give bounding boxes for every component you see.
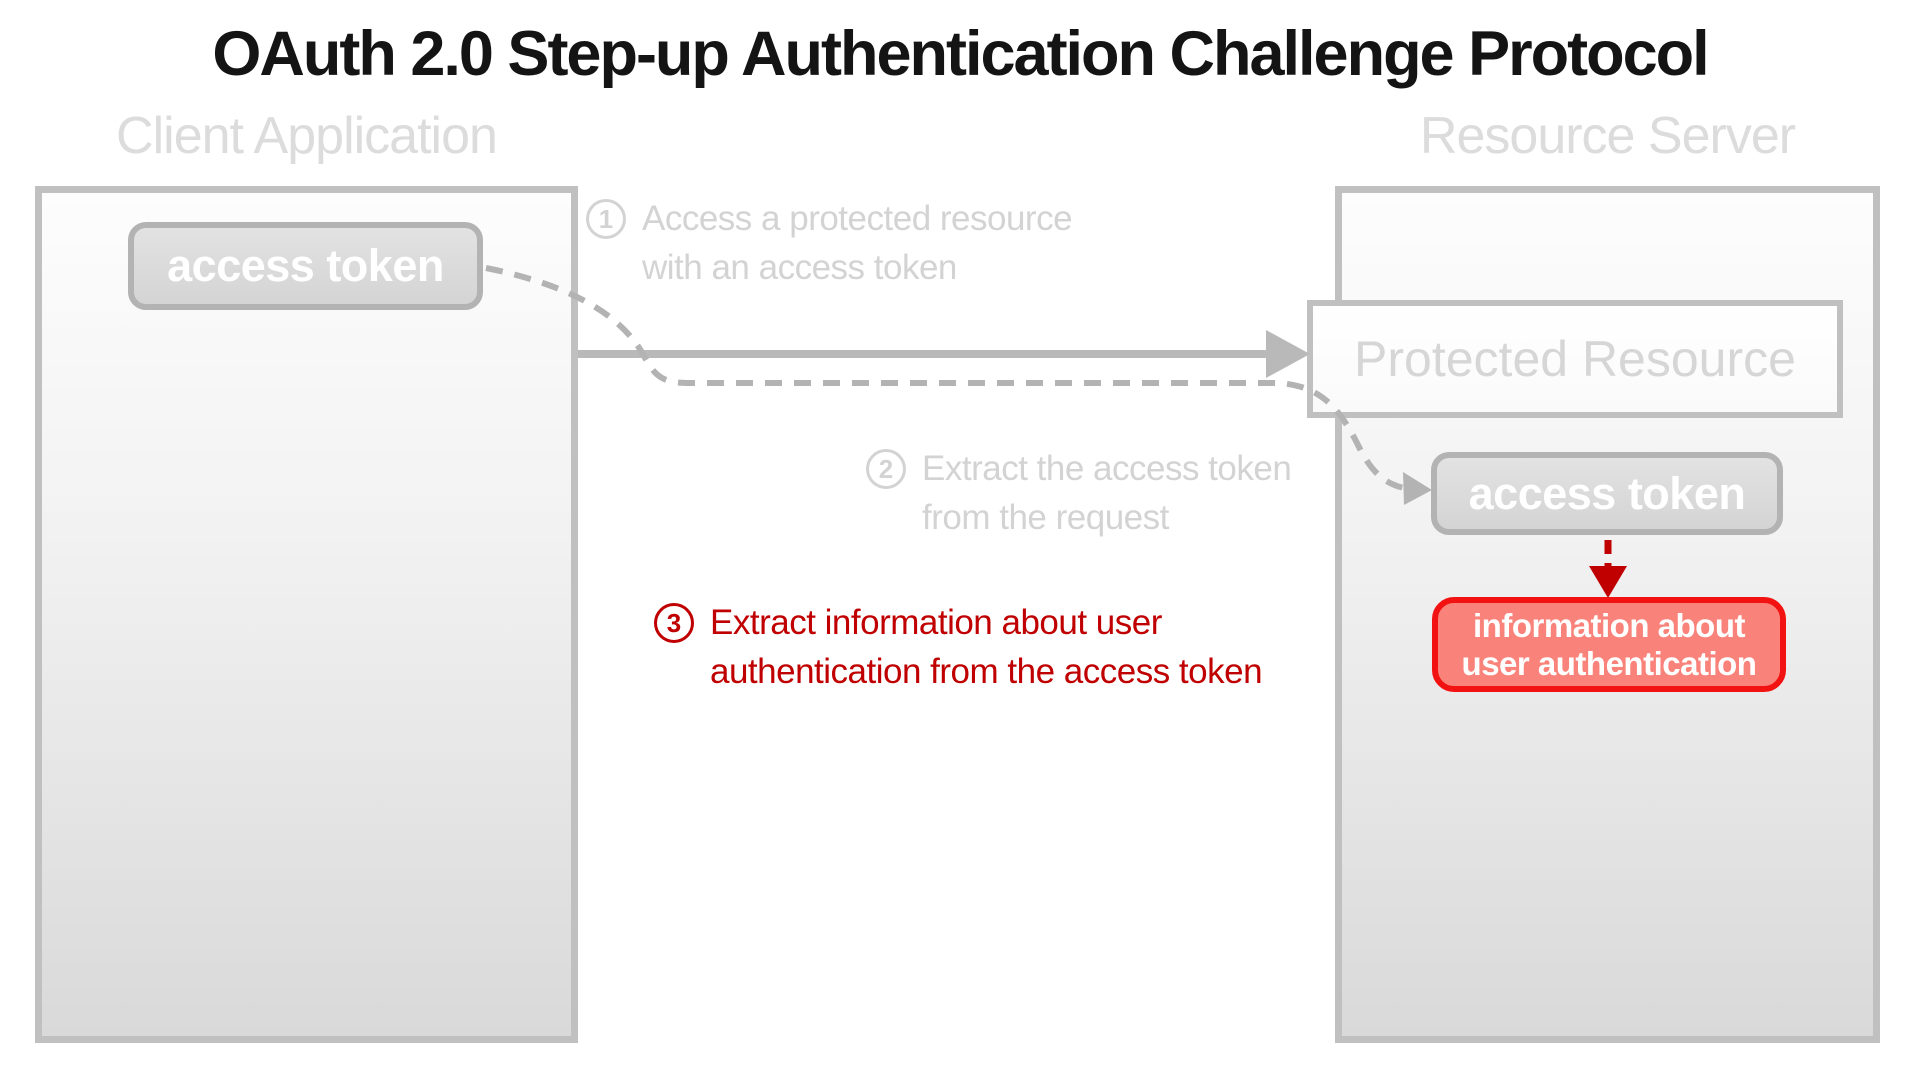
step-1-line1: Access a protected resource xyxy=(642,199,1073,238)
step-2-circled-number-icon: 2 xyxy=(866,449,906,489)
client-access-token-label: access token xyxy=(167,240,444,291)
step-3-annotation: 3 Extract information about user authent… xyxy=(654,598,1263,696)
client-access-token-chip: access token xyxy=(128,222,483,310)
step-1-circled-number-icon: 1 xyxy=(586,199,626,239)
step-2-line2: from the request xyxy=(922,498,1169,537)
step-3-circled-number-icon: 3 xyxy=(654,603,694,643)
step-1-line2: with an access token xyxy=(642,248,957,287)
user-auth-info-box: information about user authentication xyxy=(1432,597,1786,692)
step-2-annotation: 2 Extract the access token from the requ… xyxy=(866,444,1292,542)
client-application-panel xyxy=(35,186,578,1043)
user-auth-info-line2: user authentication xyxy=(1461,644,1757,682)
server-access-token-label: access token xyxy=(1468,467,1746,519)
step-1-annotation: 1 Access a protected resource with an ac… xyxy=(586,194,1073,292)
step-3-line2: authentication from the access token xyxy=(710,652,1263,691)
step-3-line1: Extract information about user xyxy=(710,603,1162,642)
protected-resource-box: Protected Resource xyxy=(1307,300,1843,418)
step-2-line1: Extract the access token xyxy=(922,449,1292,488)
resource-server-heading: Resource Server xyxy=(1419,107,1796,165)
server-access-token-chip: access token xyxy=(1431,452,1783,535)
client-application-heading: Client Application xyxy=(116,107,498,165)
request-arrow xyxy=(578,330,1310,378)
protected-resource-label: Protected Resource xyxy=(1354,331,1796,387)
page-title: OAuth 2.0 Step-up Authentication Challen… xyxy=(212,19,1709,89)
request-arrowhead-icon xyxy=(1266,330,1310,378)
user-auth-info-line1: information about xyxy=(1473,606,1745,644)
